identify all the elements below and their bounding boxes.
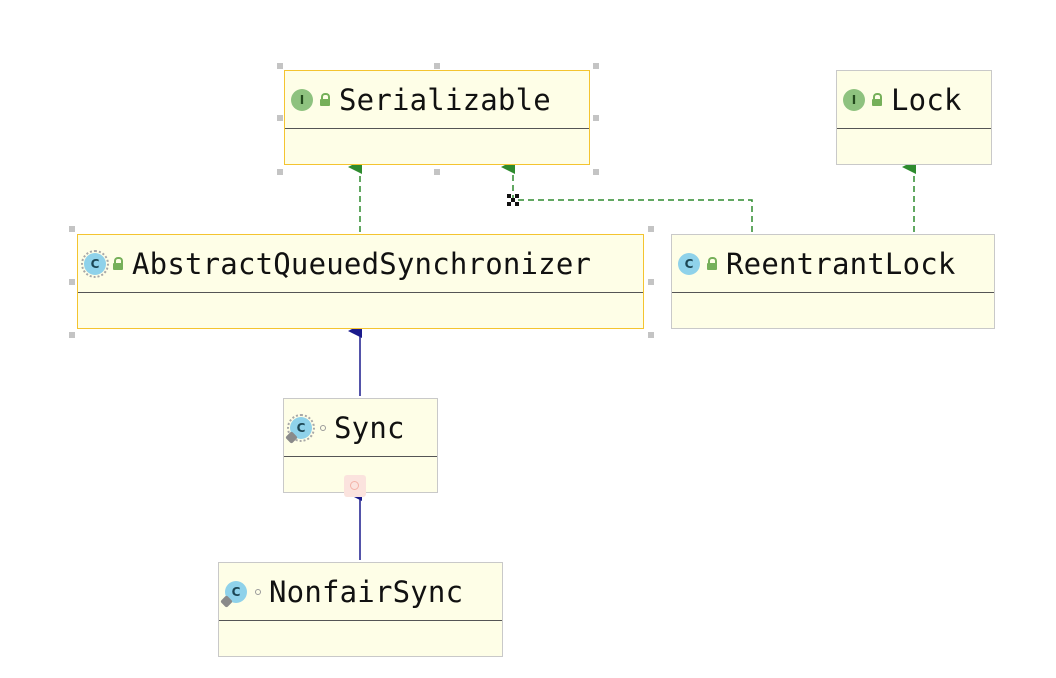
selection-handle[interactable] [434,169,440,175]
node-name: ReentrantLock [726,246,956,281]
move-cursor-icon [507,194,519,206]
edge-reentrantlock-implements-serializable [501,160,753,232]
abstract-class-icon: C [81,249,109,278]
node-name: Serializable [339,82,551,117]
node-reentrant-lock[interactable]: C ReentrantLock [671,234,995,329]
public-visibility-icon [871,93,883,106]
selection-handle[interactable] [69,279,75,285]
node-abstract-queued-synchronizer[interactable]: C AbstractQueuedSynchronizer [77,234,644,329]
node-name: Lock [891,82,962,117]
selection-handle[interactable] [593,63,599,69]
selection-handle[interactable] [434,63,440,69]
search-badge-icon[interactable] [344,475,366,497]
node-name: NonfairSync [269,574,464,609]
node-serializable[interactable]: I Serializable [284,70,590,165]
inner-class-icon: C [225,580,247,603]
interface-icon: I [291,88,313,111]
public-visibility-icon [112,257,124,270]
node-nonfair-sync[interactable]: C NonfairSync [218,562,503,657]
selection-handle[interactable] [648,279,654,285]
public-visibility-icon [706,257,718,270]
selection-handle[interactable] [593,115,599,121]
selection-handle[interactable] [277,115,283,121]
selection-handle[interactable] [593,169,599,175]
interface-icon: I [843,88,865,111]
package-visibility-icon [320,424,326,431]
package-visibility-icon [255,588,261,595]
selection-handle[interactable] [277,63,283,69]
selection-handle[interactable] [648,332,654,338]
node-lock[interactable]: I Lock [836,70,992,165]
selection-handle[interactable] [277,169,283,175]
abstract-inner-class-icon: C [287,413,315,442]
class-icon: C [678,252,700,275]
node-name: AbstractQueuedSynchronizer [132,246,592,281]
selection-handle[interactable] [648,226,654,232]
public-visibility-icon [319,93,331,106]
selection-handle[interactable] [69,226,75,232]
selection-handle[interactable] [69,332,75,338]
node-name: Sync [334,410,405,445]
